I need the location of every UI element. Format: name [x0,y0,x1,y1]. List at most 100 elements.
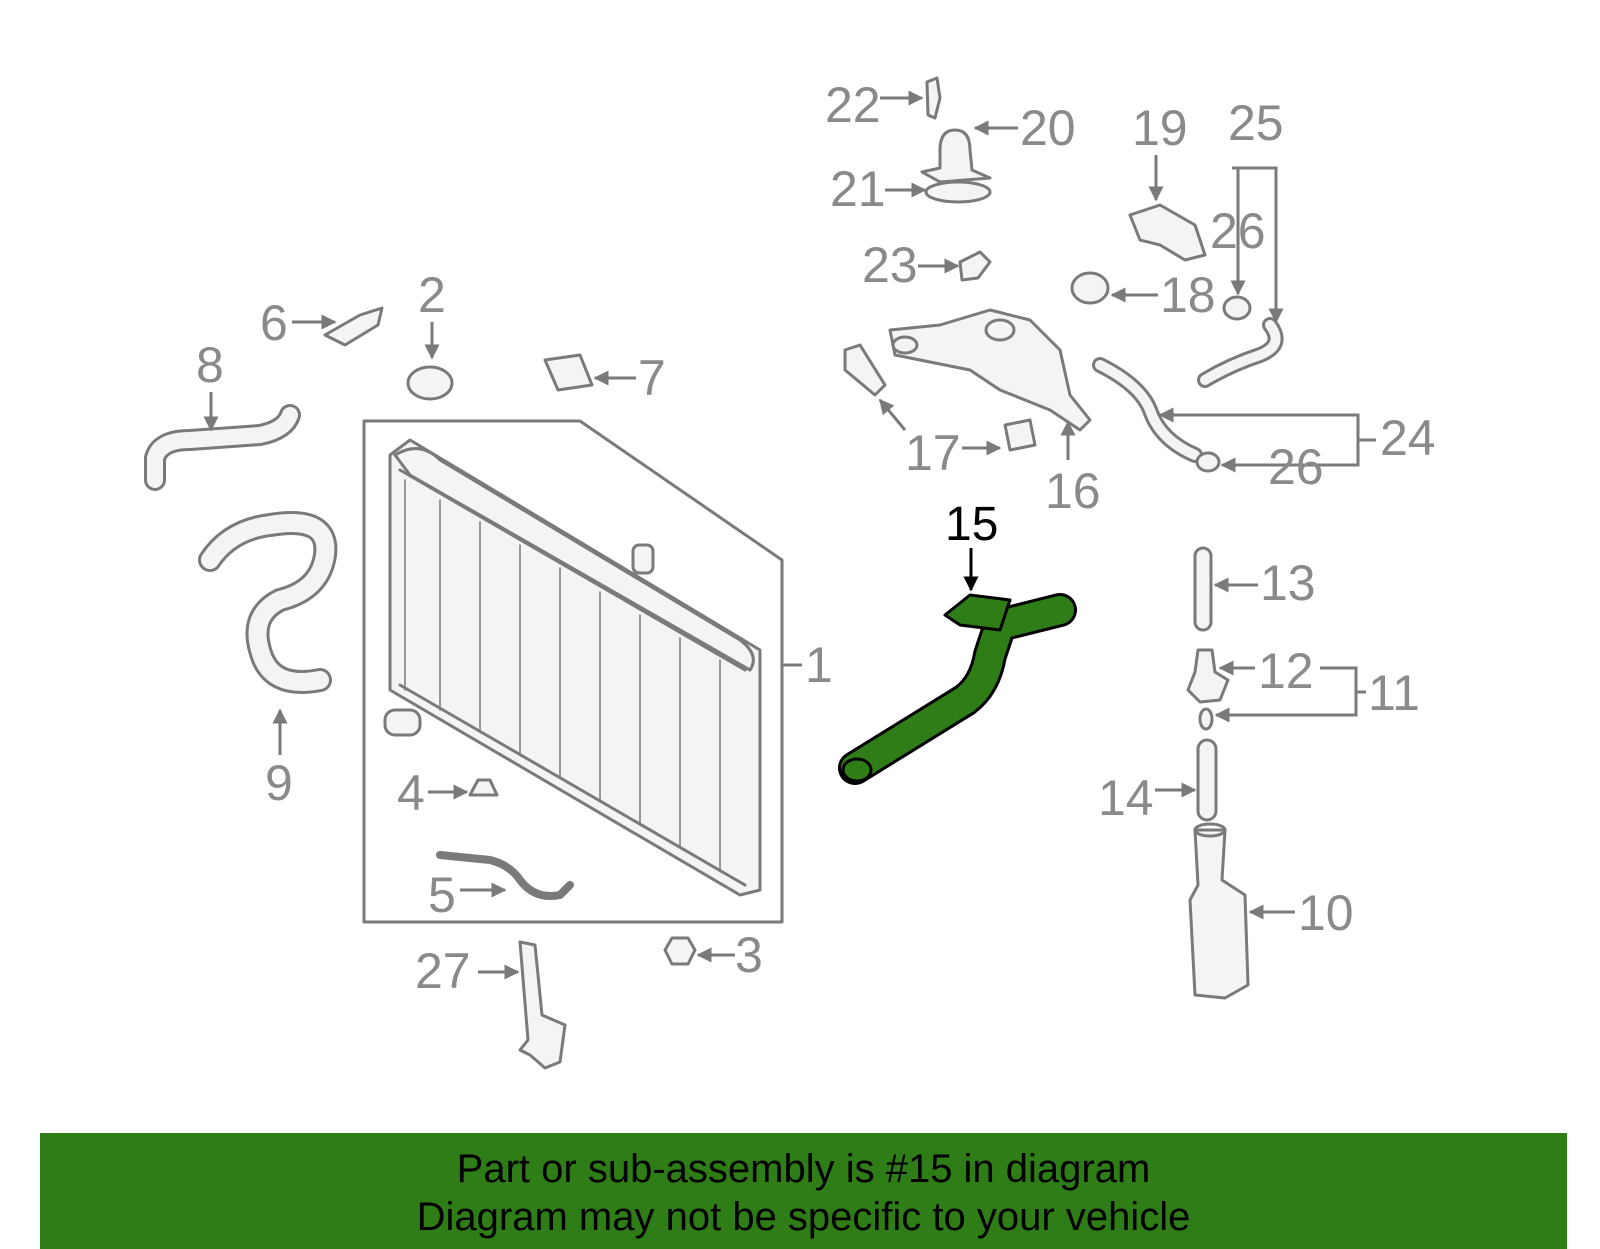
callout-8: 8 [196,337,224,393]
callout-1: 1 [805,637,833,693]
part-17-gasket-b [1003,418,1037,452]
part-18-shape [1070,271,1110,305]
part-16-shape [888,308,1092,432]
part-26-clamp-a [1222,295,1252,321]
info-banner: Part or sub-assembly is #15 in diagram D… [40,1133,1567,1249]
part-3-shape [663,936,697,966]
callout-27: 27 [415,943,471,999]
part-15-pipe [841,596,1074,782]
callout-20: 20 [1020,100,1076,156]
callout-19: 19 [1132,100,1188,156]
part-9: 9 [198,511,338,811]
part-13-shape [1193,546,1213,632]
part-4-shape [468,778,499,797]
callout-14: 14 [1098,770,1154,826]
callout-22: 22 [825,77,881,133]
callout-16: 16 [1045,463,1101,519]
banner-line-1: Part or sub-assembly is #15 in diagram [456,1147,1151,1191]
leader-17b [878,398,907,431]
part-12: 12 [1186,643,1314,731]
part-25-fill [1200,320,1281,385]
part-13: 13 [1193,546,1316,632]
radiator-assembly: 1 [362,419,833,924]
callout-12: 12 [1258,643,1314,699]
callout-9: 9 [265,755,293,811]
radiator-assembly-frame [362,419,784,924]
radiator-outlet [383,708,422,737]
part-3: 3 [663,927,763,983]
callout-26b: 26 [1268,439,1324,495]
part-18: 18 [1070,267,1216,323]
callout-25: 25 [1228,95,1284,151]
part-14-shape [1196,738,1218,822]
part-24: 24 [1092,357,1436,467]
callout-5: 5 [428,867,456,923]
part-21-shape [924,180,992,204]
radiator-fins [404,479,721,871]
radiator-top-tank [393,447,755,672]
callout-10: 10 [1298,885,1354,941]
part-11: 11 [1214,665,1420,723]
callout-3: 3 [735,927,763,983]
callout-18: 18 [1160,267,1216,323]
callout-13: 13 [1260,555,1316,611]
callout-15: 15 [945,498,998,551]
part-8: 8 [144,337,301,491]
part-2: 2 [406,267,454,401]
callout-2: 2 [418,267,446,323]
callout-6: 6 [260,295,288,351]
part-4: 4 [397,765,499,821]
part-15-highlighted: 15 [838,498,1077,785]
part-14: 14 [1098,738,1218,826]
part-21: 21 [830,161,992,217]
callout-23: 23 [862,237,918,293]
part-17-gasket-a [843,343,887,397]
part-6: 6 [260,295,384,351]
part-10-shape [1188,828,1250,1000]
part-15-flange [943,593,1012,632]
leader-11 [1230,666,1366,717]
leader-25 [1232,166,1278,320]
part-5-shape [436,851,574,900]
part-20: 20 [920,100,1076,184]
part-26-clamp-b [1195,451,1221,473]
part-7: 7 [543,350,666,406]
part-6-shape [323,306,384,347]
callout-11: 11 [1368,665,1420,721]
part-12-seal [1198,707,1214,731]
callout-24: 24 [1380,410,1436,466]
part-20-shape [920,128,992,184]
part-23-shape [958,250,992,282]
part-17: 17 [843,343,1037,481]
part-8-fill [147,407,298,488]
part-16-port-2 [984,318,1016,342]
radiator-cap-neck [631,543,655,575]
part-24-fill [1095,360,1200,460]
callout-4: 4 [397,765,425,821]
part-16-port [891,335,919,355]
leader-24 [1160,413,1376,467]
part-9-fill [201,514,335,691]
callout-7: 7 [638,350,666,406]
part-15-end [841,757,873,783]
part-7-shape [543,353,594,392]
part-22-shape [925,76,942,120]
part-22: 22 [825,76,942,133]
callout-26a: 26 [1210,203,1266,259]
callout-21: 21 [830,161,886,217]
part-16: 16 [888,308,1101,519]
part-25: 25 [1197,95,1284,388]
part-19-shape [1128,203,1207,262]
banner-line-2: Diagram may not be specific to your vehi… [416,1195,1191,1239]
part-26: 26 26 [1195,203,1324,495]
part-19: 19 [1128,100,1207,262]
part-12-shape [1186,648,1230,704]
part-10: 10 [1188,822,1354,1000]
callout-17: 17 [905,425,961,481]
part-27: 27 [415,940,567,1070]
part-10-neck [1193,822,1227,838]
part-5: 5 [428,851,574,923]
part-23: 23 [862,237,992,293]
radiator-core [388,438,762,897]
